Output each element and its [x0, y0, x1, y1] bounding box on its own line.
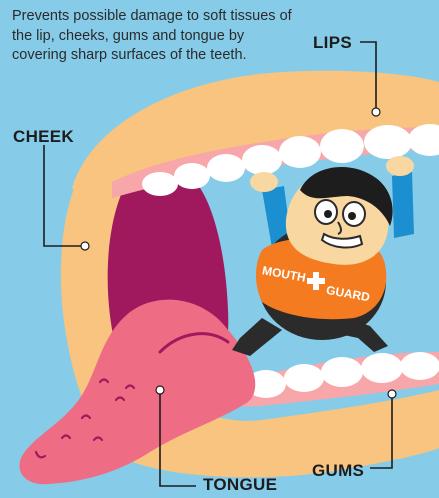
mascot-right-arm [392, 172, 414, 238]
label-tongue: TONGUE [203, 475, 277, 495]
mascot-right-hand [386, 156, 414, 176]
label-gums: GUMS [312, 461, 364, 481]
mascot-left-hand [250, 172, 278, 192]
mouth-guard-mascot: MOUTH GUARD [232, 156, 414, 356]
cheek-dot [81, 242, 89, 250]
tongue-dot [156, 386, 164, 394]
lips-dot [372, 108, 380, 116]
shirt-cross-h [307, 278, 325, 284]
mascot-left-leg [232, 318, 282, 356]
gums-dot [388, 390, 396, 398]
label-cheek: CHEEK [13, 127, 74, 147]
description-text: Prevents possible damage to soft tissues… [12, 7, 302, 66]
label-lips: LIPS [313, 33, 352, 53]
